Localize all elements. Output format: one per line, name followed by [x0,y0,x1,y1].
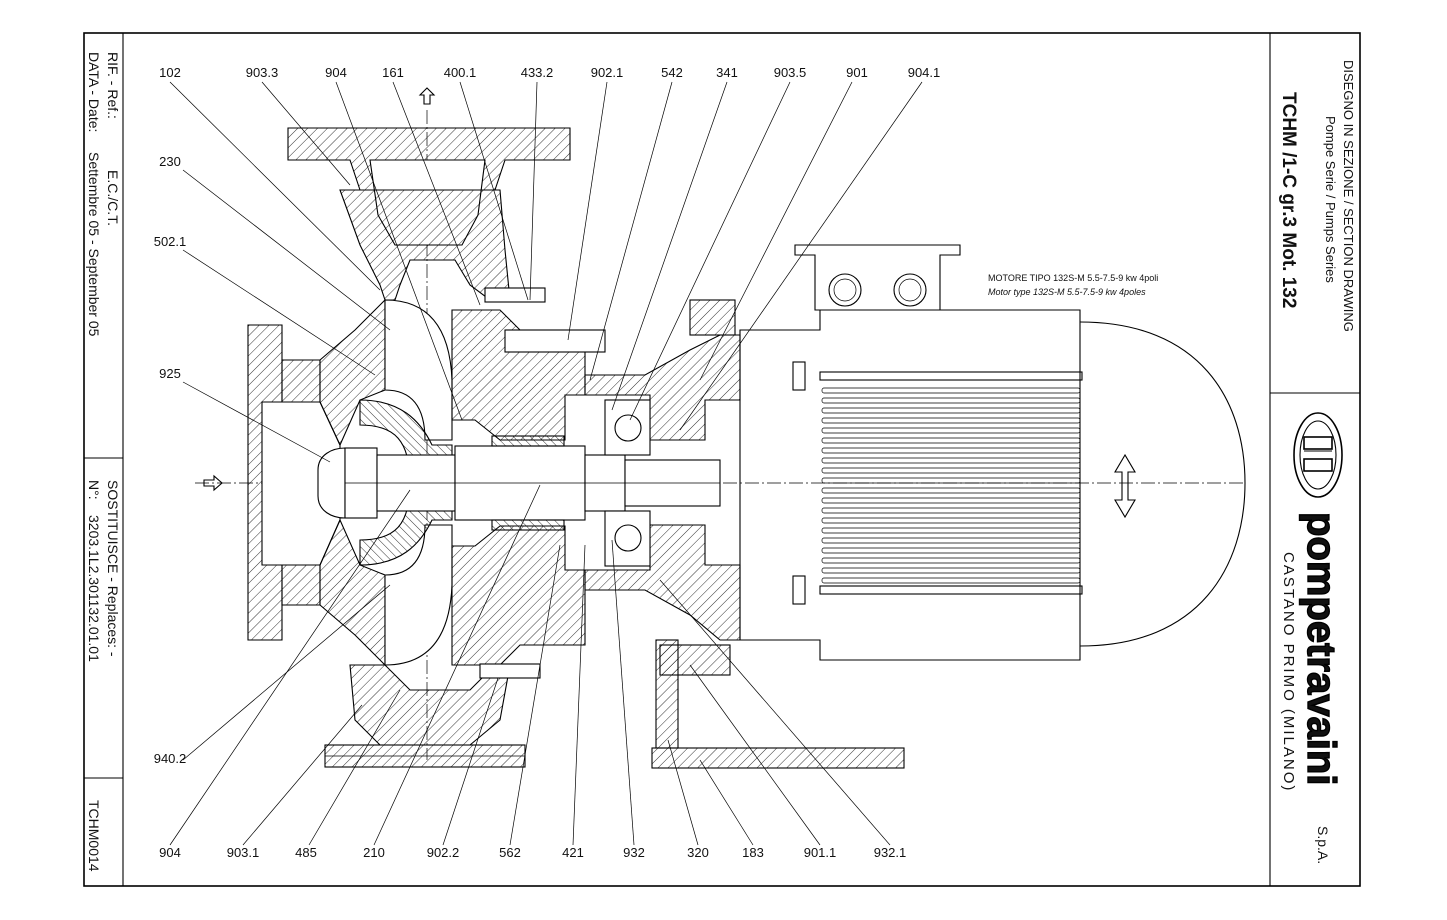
part-label: 320 [687,845,709,860]
part-label: 433.2 [521,65,554,80]
motor-note-line2: Motor type 132S-M 5.5-7.5-9 kw 4poles [988,287,1146,297]
part-label: 102 [159,65,181,80]
company-name: pompetravaini [1299,512,1343,785]
part-label: 932 [623,845,645,860]
number-label: N°: [86,480,102,500]
part-label: 903.3 [246,65,279,80]
part-label: 932.1 [874,845,907,860]
motor-fin [821,477,1081,484]
company-suffix: S.p.A. [1315,826,1331,864]
info-block: RIF. - Ref.: E.C./C.T. DATA - Date: Sett… [86,52,121,872]
motor-fins [821,387,1081,584]
motor-fin [821,417,1081,424]
part-label: 421 [562,845,584,860]
part-label: 502.1 [154,234,187,249]
part-label: 903.1 [227,845,260,860]
ref-label: RIF. - Ref.: [105,52,121,119]
motor-fin [821,567,1081,574]
motor-fin [821,397,1081,404]
leader-lines [169,81,923,846]
motor-fin [821,577,1081,584]
motor-fin [821,537,1081,544]
part-labels-top: 102 903.3 904 161 400.1 433.2 902.1 542 341 903.5… [159,65,940,80]
series-label: Pompe Serie / Pumps Series [1323,116,1338,283]
motor [739,244,1246,661]
part-label: 901 [846,65,868,80]
replaces-label: SOSTITUISCE - Replaces: - [105,480,121,657]
motor-fin [821,407,1081,414]
part-label: 183 [742,845,764,860]
motor-fin [821,387,1081,394]
motor-fin [821,487,1081,494]
company-location: CASTANO PRIMO (MILANO) [1280,552,1297,792]
part-label: 542 [661,65,683,80]
motor-fin [821,427,1081,434]
drawing-frame [83,32,1361,887]
part-label: 400.1 [444,65,477,80]
number-value: 3203.1L2.301132.01.01 [86,515,102,662]
motor-fin [821,507,1081,514]
motor-fin [821,467,1081,474]
drawing-code: TCHM0014 [86,800,102,872]
title-block: DISEGNO IN SEZIONE / SECTION DRAWING Pom… [1278,60,1356,864]
motor-fin [821,457,1081,464]
part-label: 341 [716,65,738,80]
company-logo-icon [1293,412,1343,498]
part-label: 904 [159,845,181,860]
motor-fin [821,557,1081,564]
part-label: 902.1 [591,65,624,80]
motor-fin [821,497,1081,504]
motor-fin [821,517,1081,524]
seal-housing [451,287,721,679]
part-labels-left: 230 502.1 925 940.2 [154,154,187,766]
ref-value: E.C./C.T. [105,170,121,226]
part-label: 210 [363,845,385,860]
part-label: 904 [325,65,347,80]
pump-casing [247,127,571,768]
motor-fin [821,447,1081,454]
motor-bracket [584,299,905,769]
part-label: 904.1 [908,65,941,80]
date-label: DATA - Date: [86,52,102,132]
part-labels-bottom: 904 903.1 485 210 902.2 562 421 932 320 183 901.1 9… [159,845,906,860]
part-label: 562 [499,845,521,860]
motor-fin [821,527,1081,534]
model-title: TCHM /1-C gr.3 Mot. 132 [1278,92,1299,308]
part-label: 903.5 [774,65,807,80]
part-label: 901.1 [804,845,837,860]
motor-note-line1: MOTORE TIPO 132S-M 5.5-7.5-9 kw 4poli [988,273,1158,283]
part-label: 161 [382,65,404,80]
part-label: 902.2 [427,845,460,860]
motor-fin [821,547,1081,554]
part-label: 940.2 [154,751,187,766]
motor-fin [821,437,1081,444]
flow-arrow-icon [203,87,1136,519]
date-value: Settembre 05 - September 05 [86,152,102,337]
part-label: 485 [295,845,317,860]
part-label: 925 [159,366,181,381]
drawing-type: DISEGNO IN SEZIONE / SECTION DRAWING [1341,60,1356,332]
part-label: 230 [159,154,181,169]
